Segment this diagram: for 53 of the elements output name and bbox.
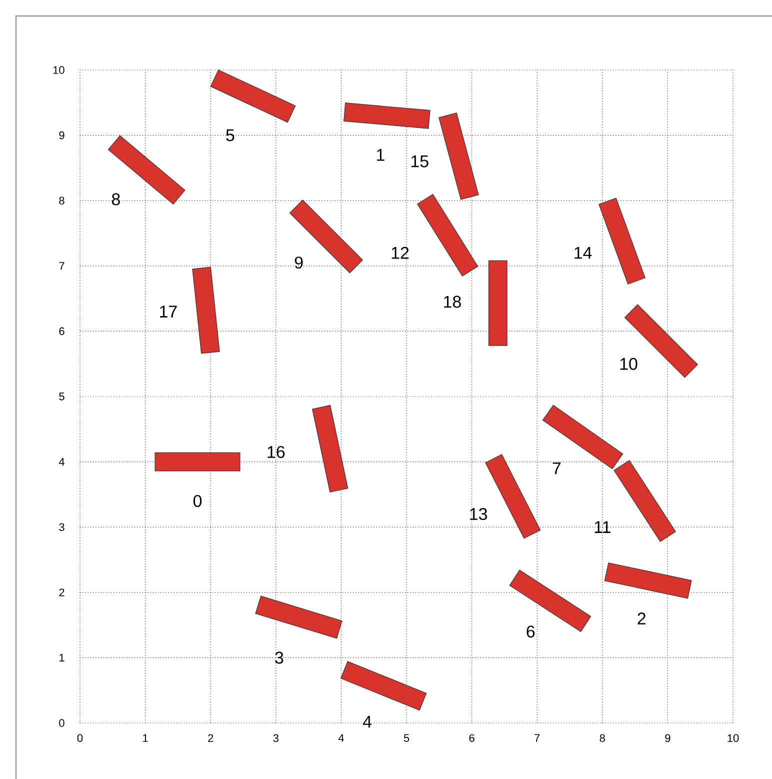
- bar: [154, 452, 240, 472]
- tick-label: 10: [53, 66, 64, 74]
- tick-label: 8: [600, 734, 605, 742]
- tick-label: 1: [60, 654, 64, 662]
- bar: [255, 596, 342, 639]
- tick-label: 3: [59, 523, 64, 531]
- tick-label: 5: [59, 392, 64, 400]
- bar: [485, 454, 541, 539]
- tick-label: 7: [59, 262, 64, 270]
- tick-label: 6: [59, 327, 64, 336]
- bar-number: 15: [411, 155, 428, 168]
- bar: [192, 266, 220, 354]
- bar-number: 14: [574, 246, 592, 259]
- bar-number: 9: [294, 256, 303, 269]
- tick-label: 4: [58, 458, 64, 466]
- tick-label: 2: [208, 734, 214, 742]
- bar-number: 5: [226, 129, 234, 142]
- bar-number: 18: [444, 296, 461, 308]
- tick-label: 0: [59, 719, 64, 727]
- bar-number: 17: [160, 306, 177, 318]
- bar: [344, 102, 430, 129]
- bar-number: 0: [193, 494, 202, 508]
- tick-label: 0: [77, 734, 83, 742]
- tick-label: 9: [59, 131, 64, 140]
- bar: [488, 260, 508, 346]
- bar-number: 13: [470, 508, 487, 520]
- tick-label: 10: [728, 734, 739, 742]
- tick-label: 6: [469, 734, 474, 742]
- bar: [438, 112, 479, 200]
- tick-label: 8: [59, 196, 64, 204]
- tick-label: 5: [404, 734, 410, 742]
- bar-number: 11: [594, 521, 610, 533]
- tick-label: 1: [143, 734, 148, 742]
- bar-number: 3: [275, 652, 284, 664]
- tick-label: 7: [534, 734, 540, 742]
- bar: [312, 404, 348, 492]
- bar: [210, 69, 296, 123]
- bar-number: 4: [362, 716, 372, 728]
- bar-number: 2: [638, 612, 646, 624]
- bar-number: 1: [376, 149, 384, 161]
- bar-number: 6: [526, 626, 535, 638]
- tick-label: 3: [273, 734, 278, 742]
- bar-number: 16: [268, 446, 285, 458]
- tick-label: 9: [665, 734, 670, 742]
- tick-label: 4: [338, 734, 344, 742]
- bar-number: 8: [112, 193, 120, 206]
- bar: [598, 198, 646, 284]
- tick-label: 2: [59, 588, 64, 596]
- bar: [604, 562, 692, 599]
- bar-number: 12: [392, 246, 409, 259]
- bar-number: 7: [552, 462, 561, 474]
- bar-number: 10: [620, 358, 638, 370]
- bar: [416, 194, 478, 276]
